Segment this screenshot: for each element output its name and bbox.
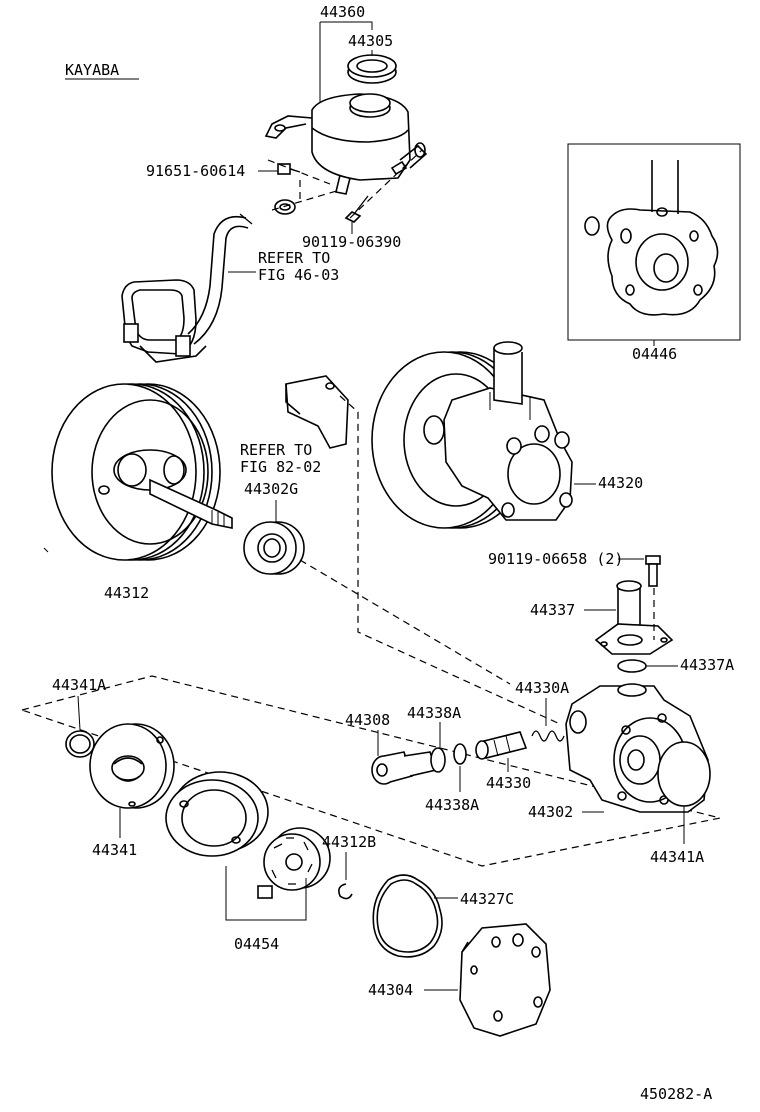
brand-label: KAYABA [65, 61, 119, 79]
label-44341: 44341 [92, 841, 137, 859]
refer-fig-46-line2: FIG 46-03 [258, 266, 339, 284]
label-44312: 44312 [104, 584, 149, 602]
pulley-44312 [51, 383, 233, 561]
o-ring-44341a-top [65, 730, 95, 758]
label-44338a-top: 44338A [407, 704, 461, 722]
cam-ring [165, 771, 269, 857]
refer-fig-82-line1: REFER TO [240, 441, 312, 459]
label-44308: 44308 [345, 711, 390, 729]
vane [257, 885, 273, 899]
rotor [263, 827, 331, 891]
label-90119-06390: 90119-06390 [302, 233, 401, 251]
label-44302: 44302 [528, 803, 573, 821]
snap-ring-44312b [338, 883, 353, 900]
reservoir-tank [264, 54, 428, 195]
union-fitting-44337 [594, 580, 674, 655]
refer-fig-46-line1: REFER TO [258, 249, 330, 267]
label-44338a-bottom: 44338A [425, 796, 479, 814]
label-44305: 44305 [348, 32, 393, 50]
gasket-kit-box [567, 143, 741, 341]
power-steering-pump [371, 341, 573, 529]
o-ring-44338a [430, 743, 467, 773]
o-ring-44341a-bottom [657, 741, 711, 807]
label-44330a: 44330A [515, 679, 569, 697]
label-44320: 44320 [598, 474, 643, 492]
label-44304: 44304 [368, 981, 413, 999]
label-04454: 04454 [234, 935, 279, 953]
label-04446: 04446 [632, 345, 677, 363]
return-hose [121, 213, 253, 363]
label-44327c: 44327C [460, 890, 514, 908]
label-44337: 44337 [530, 601, 575, 619]
label-44330: 44330 [486, 774, 531, 792]
label-44312b: 44312B [322, 833, 376, 851]
plug-44308 [371, 751, 438, 785]
flow-control-valve-44330 [475, 731, 528, 760]
label-90119-06658: 90119-06658 (2) [488, 550, 623, 568]
pump-bracket [285, 375, 349, 449]
figure-code: 450282-A [640, 1085, 712, 1103]
label-44302g: 44302G [244, 480, 298, 498]
bolt-90119-06390 [344, 195, 369, 223]
hose-clip [274, 199, 296, 215]
gasket-44327c [372, 874, 443, 958]
rear-housing-44304 [459, 923, 551, 1037]
label-44341a-bottom: 44341A [650, 848, 704, 866]
refer-fig-82-line2: FIG 82-02 [240, 458, 321, 476]
label-44337a: 44337A [680, 656, 734, 674]
label-44341a-top: 44341A [52, 676, 106, 694]
bearing-44302g [243, 521, 305, 575]
label-91651-60614: 91651-60614 [146, 162, 245, 180]
label-44360: 44360 [320, 3, 365, 21]
spring-44330a [531, 730, 565, 742]
o-ring-44337a [617, 659, 647, 673]
side-plate-44341 [89, 723, 175, 809]
bolt-90119-06658 [645, 555, 661, 587]
